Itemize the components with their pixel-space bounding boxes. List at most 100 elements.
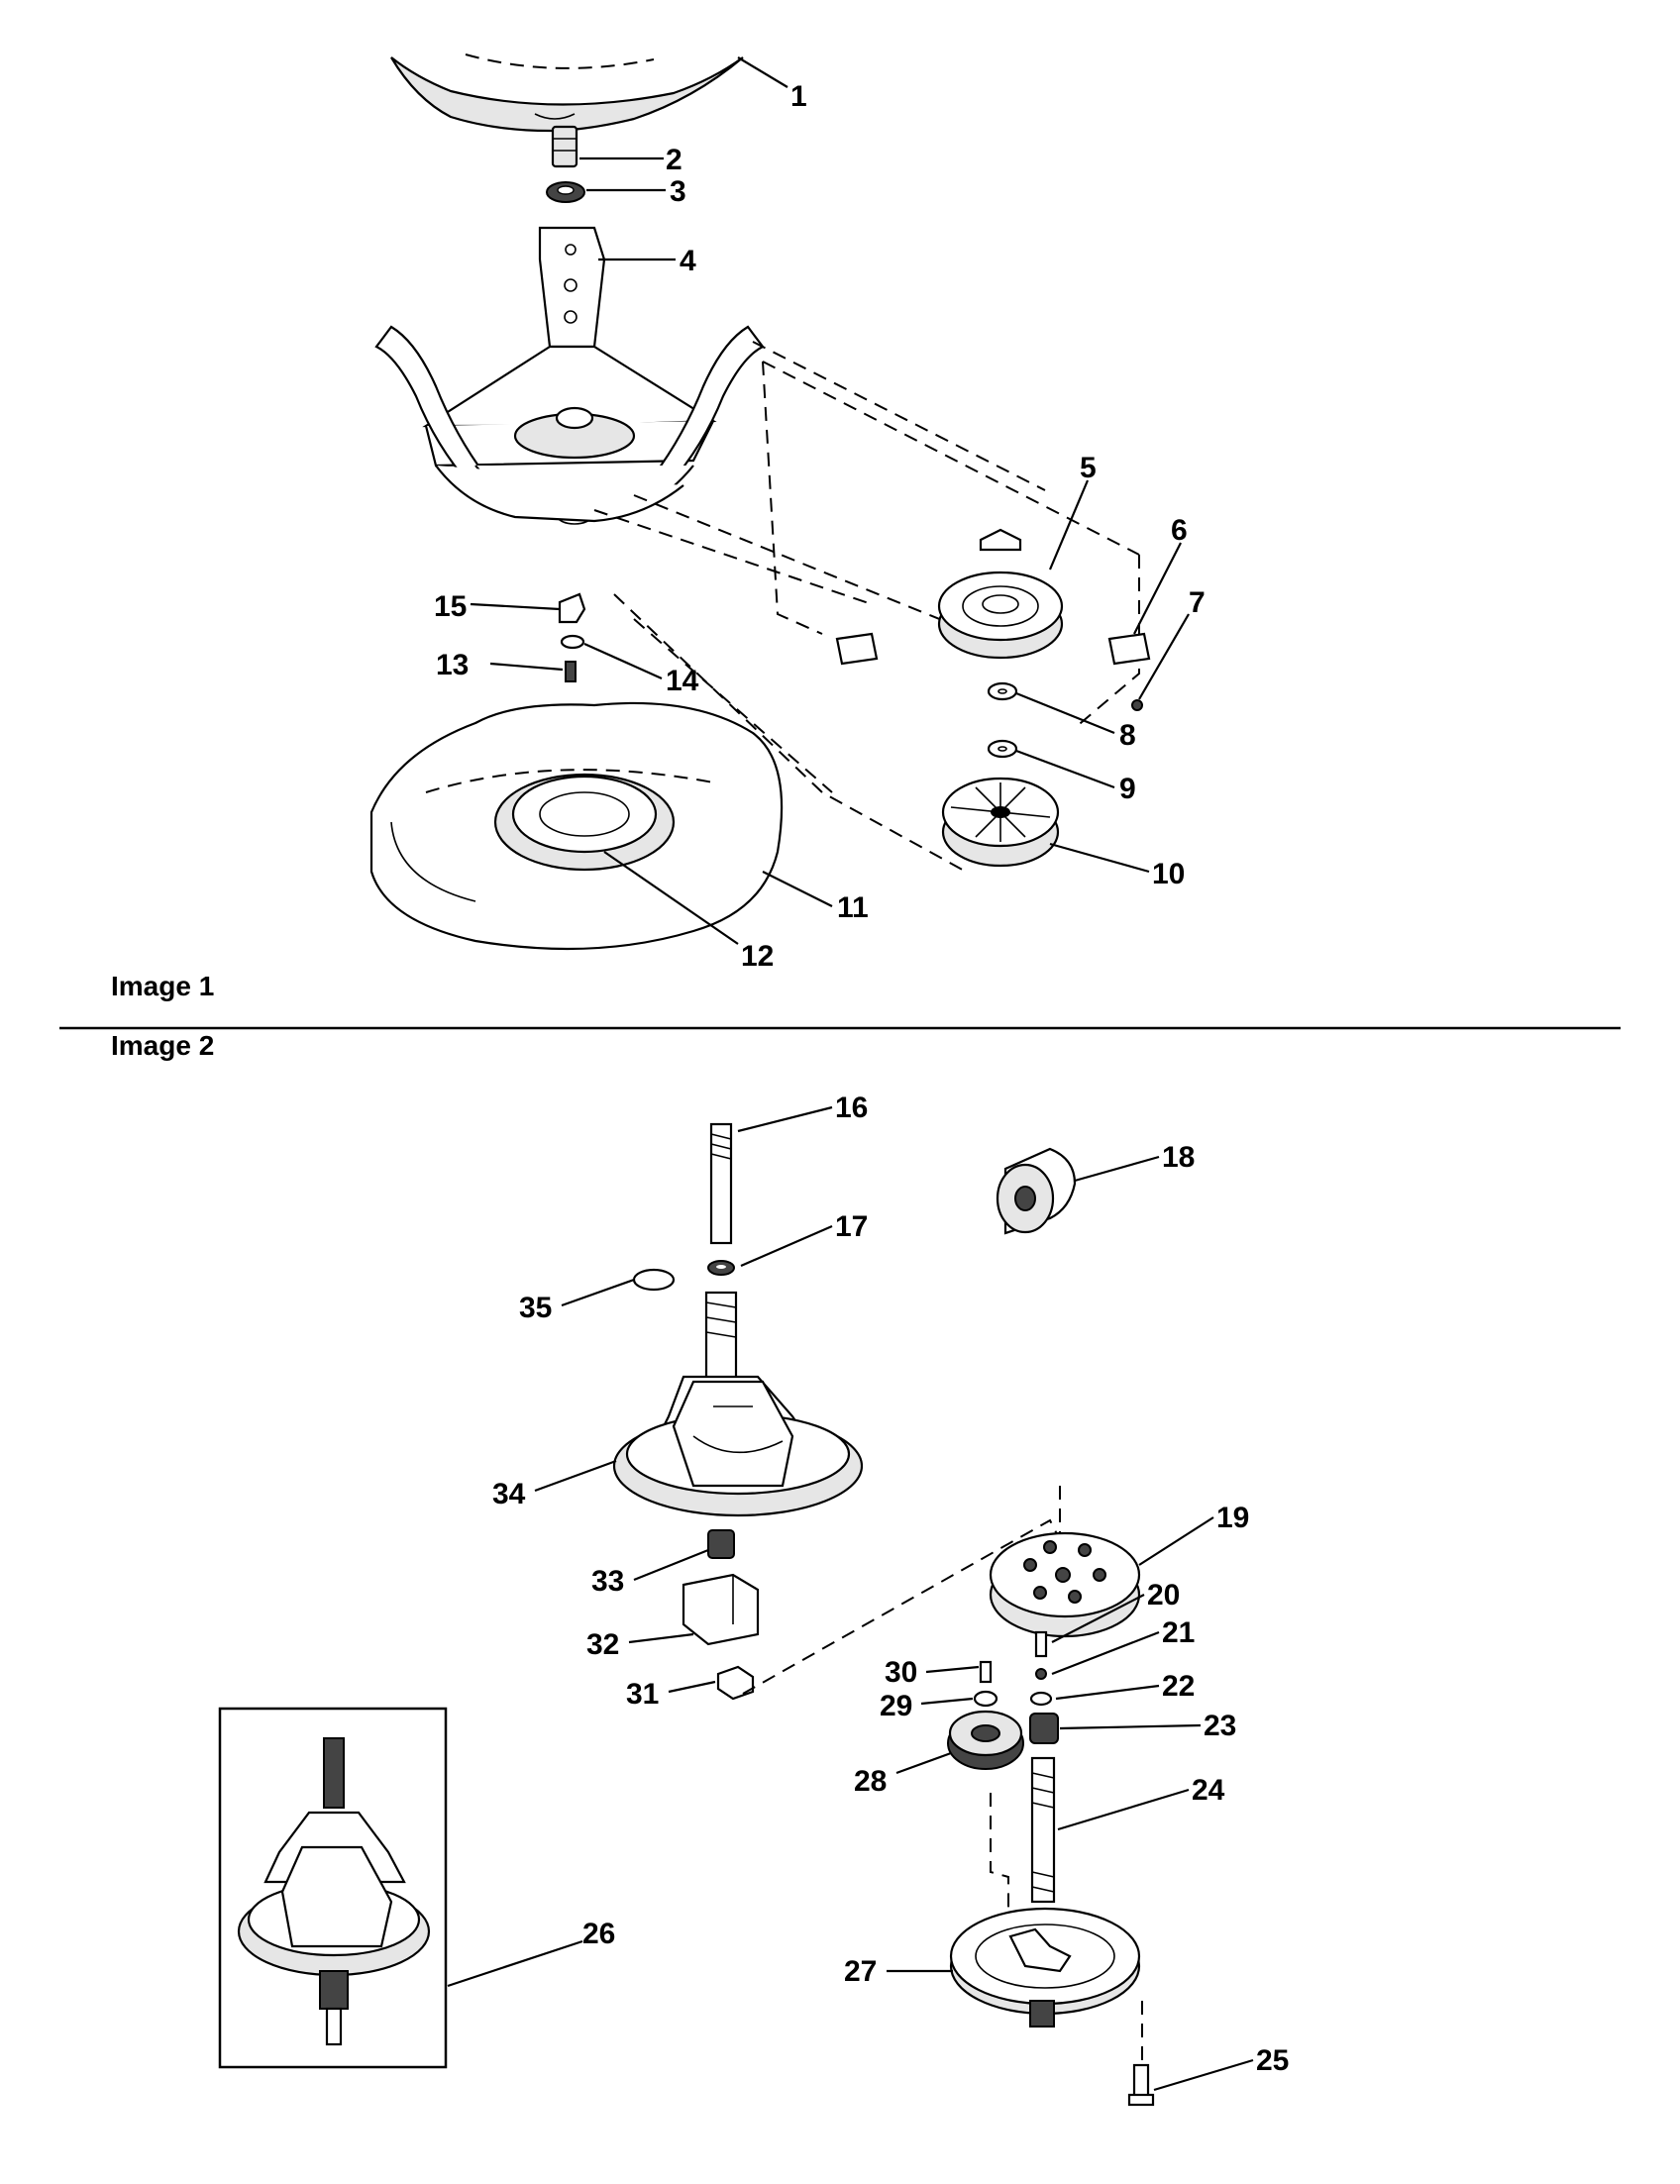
leader-1	[737, 56, 788, 88]
part-23-gear	[1029, 1713, 1059, 1744]
image1-leaders	[470, 56, 1190, 945]
part-6-shoe-left	[835, 632, 879, 666]
part-16-shaft	[709, 1122, 733, 1245]
part-20-pin	[1034, 1630, 1048, 1658]
leader-32	[628, 1632, 694, 1644]
callout-28: 28	[854, 1765, 887, 1798]
part-32-shift-fork	[682, 1573, 760, 1646]
part-18-bushing	[996, 1147, 1077, 1235]
leader-22	[1055, 1684, 1160, 1701]
callout-15: 15	[434, 590, 467, 623]
leader-8	[1015, 691, 1115, 735]
callout-35: 35	[519, 1292, 552, 1324]
leader-10	[1049, 842, 1150, 874]
leader-15	[470, 602, 561, 611]
part-15-nut	[558, 592, 586, 624]
leader-34	[534, 1459, 617, 1493]
part-4-suspension-frame	[374, 226, 765, 525]
part-1-tub-bottom	[390, 53, 744, 133]
leader-30	[925, 1665, 980, 1674]
callout-26: 26	[582, 1918, 615, 1950]
part-5-pulley	[937, 528, 1064, 660]
leader-11	[762, 871, 833, 907]
leader-24	[1057, 1788, 1190, 1831]
callout-21: 21	[1162, 1616, 1195, 1649]
part-13-bolt	[565, 661, 577, 682]
callout-14: 14	[666, 665, 699, 697]
part-30-pin	[979, 1660, 993, 1684]
callout-20: 20	[1147, 1579, 1180, 1612]
image2-caption: Image 2	[111, 1030, 214, 1061]
image1-section: 1 2 3 4 5 6 7 8 9 10 11 12 13 14 15 Imag…	[111, 53, 1206, 1001]
leader-20	[1051, 1594, 1145, 1643]
leader-25	[1153, 2058, 1254, 2092]
part-24-shaft	[1030, 1756, 1056, 1904]
part-14-washer	[560, 634, 585, 650]
part-22-washer	[1029, 1691, 1053, 1707]
callout-5: 5	[1080, 452, 1097, 484]
part-8-washer	[987, 681, 1018, 701]
leader-29	[920, 1697, 974, 1706]
part-33-pinion	[707, 1529, 735, 1559]
image2-callouts: 16 17 18 19 20 21 22 23 24 25 26 27 28 2…	[492, 1092, 1289, 2077]
part-29-washer	[973, 1690, 998, 1708]
leader-6	[1133, 542, 1182, 635]
callout-33: 33	[591, 1565, 624, 1598]
callout-17: 17	[835, 1210, 868, 1243]
leader-31	[668, 1680, 716, 1694]
part-7-screw	[1131, 699, 1143, 711]
callout-24: 24	[1192, 1774, 1225, 1807]
part-9-washer	[987, 739, 1018, 759]
part-6-shoe	[1107, 632, 1151, 666]
leader-26	[447, 1939, 583, 1988]
callout-19: 19	[1216, 1502, 1249, 1534]
leader-35	[561, 1278, 635, 1307]
leader-19	[1138, 1516, 1214, 1566]
callout-31: 31	[626, 1678, 659, 1711]
callout-16: 16	[835, 1092, 868, 1124]
leader-9	[1015, 749, 1115, 789]
callout-2: 2	[666, 144, 682, 176]
part-3-bearing	[546, 181, 585, 203]
leader-5	[1048, 479, 1090, 571]
leader-28	[895, 1751, 952, 1775]
part-28-gear	[947, 1710, 1024, 1770]
image1-callouts: 1 2 3 4 5 6 7 8 9 10 11 12 13 14 15	[434, 80, 1206, 973]
callout-34: 34	[492, 1478, 526, 1510]
callout-12: 12	[741, 940, 774, 973]
part-19-gear-plate	[989, 1531, 1141, 1638]
leader-13	[489, 662, 564, 672]
leader-23	[1059, 1723, 1202, 1730]
leader-12	[603, 851, 739, 945]
callout-6: 6	[1171, 514, 1188, 547]
part-35-ring	[632, 1268, 676, 1292]
image1-caption: Image 1	[111, 971, 214, 1001]
callout-27: 27	[844, 1955, 877, 1988]
part-21-ball	[1035, 1668, 1047, 1680]
leader-33	[633, 1548, 709, 1582]
image2-leaders	[447, 1105, 1254, 2092]
part-11-outer-tub	[369, 701, 784, 951]
part-10-drive-pulley	[941, 777, 1060, 868]
leader-14	[583, 642, 663, 680]
part-27-base	[949, 1907, 1141, 2028]
callout-30: 30	[885, 1656, 917, 1689]
leader-7	[1138, 613, 1190, 700]
part-26-transmission-assembly	[218, 1707, 448, 2069]
leader-16	[737, 1105, 833, 1133]
callout-4: 4	[680, 245, 696, 277]
leader-21	[1051, 1630, 1160, 1676]
leader-17	[740, 1224, 833, 1268]
callout-22: 22	[1162, 1670, 1195, 1703]
callout-25: 25	[1256, 2044, 1289, 2077]
callout-7: 7	[1189, 586, 1206, 619]
callout-23: 23	[1204, 1710, 1236, 1742]
callout-13: 13	[436, 649, 469, 681]
part-34-transmission	[612, 1291, 864, 1517]
image2-section: Image 2	[111, 1030, 1289, 2107]
part-17-seal	[707, 1260, 735, 1276]
callout-29: 29	[880, 1690, 912, 1722]
callout-32: 32	[586, 1628, 619, 1661]
